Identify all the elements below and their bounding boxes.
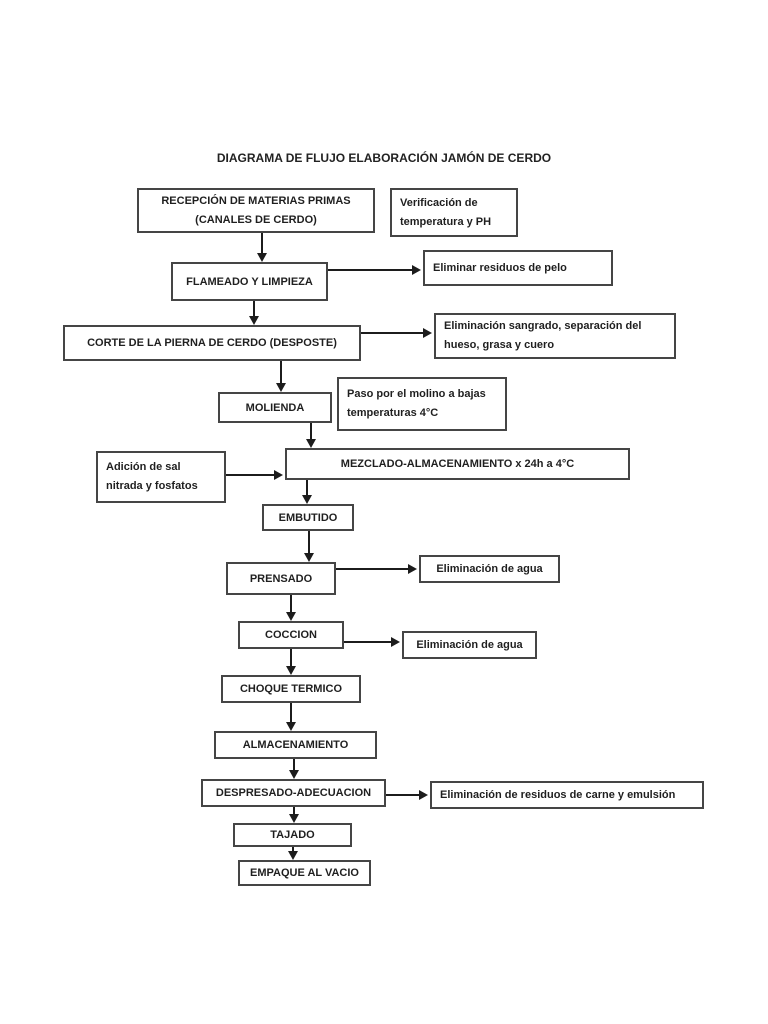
annotation-eliminar-pelo: Eliminar residuos de pelo xyxy=(423,250,613,286)
arrowhead-down-icon xyxy=(289,770,299,779)
annotation-eliminacion-residuos: Eliminación de residuos de carne y emuls… xyxy=(430,781,704,809)
arrowhead-down-icon xyxy=(249,316,259,325)
annotation-eliminacion-agua-coccion: Eliminación de agua xyxy=(402,631,537,659)
arrowhead-down-icon xyxy=(257,253,267,262)
arrowhead-down-icon xyxy=(276,383,286,392)
arrowhead-down-icon xyxy=(306,439,316,448)
arrowhead-down-icon xyxy=(288,851,298,860)
flow-step-corte: CORTE DE LA PIERNA DE CERDO (DESPOSTE) xyxy=(63,325,361,361)
annotation-adicion-sal: Adición de sal nitrada y fosfatos xyxy=(96,451,226,503)
annotation-eliminacion-sangrado: Eliminación sangrado, separación del hue… xyxy=(434,313,676,359)
arrowhead-right-icon xyxy=(408,564,417,574)
arrowhead-down-icon xyxy=(286,722,296,731)
annotation-verificacion: Verificación de temperatura y PH xyxy=(390,188,518,237)
flow-step-flameado: FLAMEADO Y LIMPIEZA xyxy=(171,262,328,301)
annotation-paso-molino: Paso por el molino a bajas temperaturas … xyxy=(337,377,507,431)
page-title: DIAGRAMA DE FLUJO ELABORACIÓN JAMÓN DE C… xyxy=(216,151,552,165)
flow-step-almacenamiento: ALMACENAMIENTO xyxy=(214,731,377,759)
annotation-eliminacion-agua-prensado: Eliminación de agua xyxy=(419,555,560,583)
arrowhead-down-icon xyxy=(286,612,296,621)
flow-step-embutido: EMBUTIDO xyxy=(262,504,354,531)
arrowhead-right-icon xyxy=(391,637,400,647)
arrowhead-down-icon xyxy=(289,814,299,823)
flow-step-despresado: DESPRESADO-ADECUACION xyxy=(201,779,386,807)
arrowhead-right-icon xyxy=(423,328,432,338)
flow-step-prensado: PRENSADO xyxy=(226,562,336,595)
flow-step-recepcion: RECEPCIÓN DE MATERIAS PRIMAS (CANALES DE… xyxy=(137,188,375,233)
arrowhead-right-icon xyxy=(419,790,428,800)
flow-step-empaque: EMPAQUE AL VACIO xyxy=(238,860,371,886)
flow-step-mezclado: MEZCLADO-ALMACENAMIENTO x 24h a 4°C xyxy=(285,448,630,480)
arrowhead-down-icon xyxy=(286,666,296,675)
flow-step-tajado: TAJADO xyxy=(233,823,352,847)
arrowhead-right-icon xyxy=(412,265,421,275)
flow-step-choque-termico: CHOQUE TERMICO xyxy=(221,675,361,703)
arrowhead-down-icon xyxy=(304,553,314,562)
arrowhead-right-icon xyxy=(274,470,283,480)
flow-step-molienda: MOLIENDA xyxy=(218,392,332,423)
flow-step-coccion: COCCION xyxy=(238,621,344,649)
arrowhead-down-icon xyxy=(302,495,312,504)
